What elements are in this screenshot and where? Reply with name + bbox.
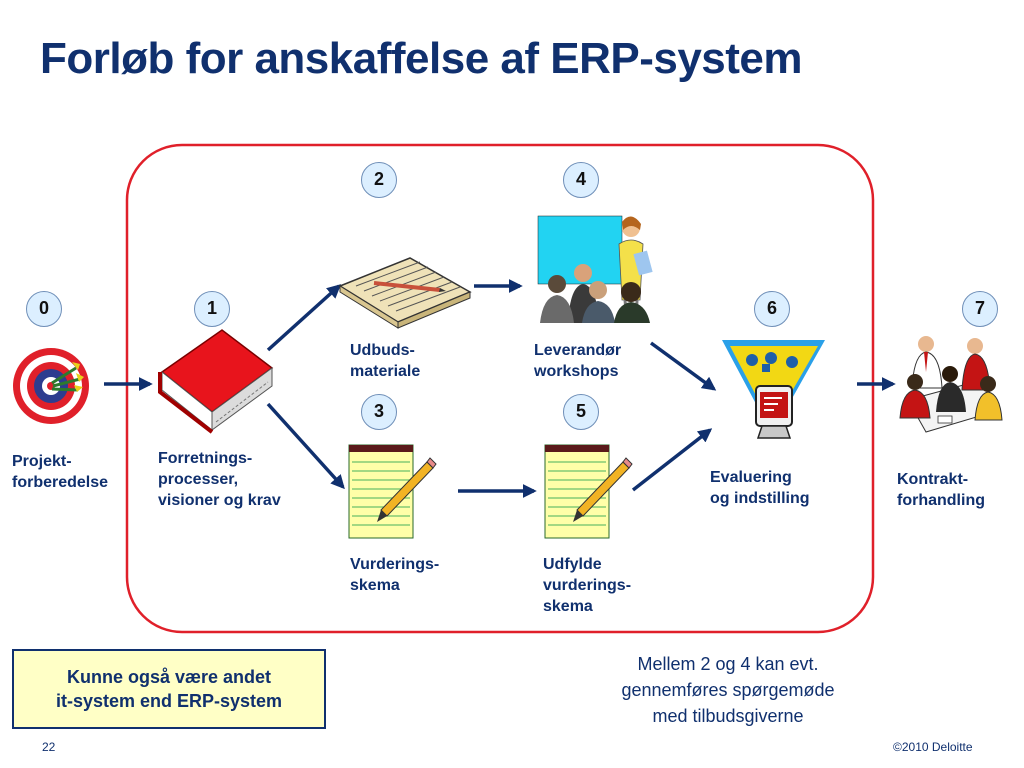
step-label-5: Udfylde vurderings- skema [543, 556, 632, 615]
process-frame [125, 143, 875, 634]
step-label-3: Vurderings- skema [350, 556, 440, 594]
copyright-text: ©2010 Deloitte [893, 740, 973, 754]
slide-title: Forløb for anskaffelse af ERP-system [40, 34, 803, 83]
step-badge-0: 0 [26, 291, 62, 327]
page-number: 22 [42, 740, 56, 754]
arrow-4-to-6 [649, 341, 717, 391]
notepad-pencil-icon [348, 444, 437, 539]
step-badge-4: 4 [563, 162, 599, 198]
arrow-1-to-2 [266, 284, 342, 352]
meeting-people-icon [899, 336, 1003, 433]
note-text: Mellem 2 og 4 kan evt. gennemføres spørg… [621, 654, 835, 726]
step-label-4: Leverandør workshops [534, 342, 622, 380]
step-badge-5: 5 [563, 394, 599, 430]
step-badge-1: 1 [194, 291, 230, 327]
step-badge-3: 3 [361, 394, 397, 430]
step-badge-6: 6 [754, 291, 790, 327]
target-darts-icon [13, 348, 89, 424]
presentation-icon [537, 215, 653, 323]
flow-arrows [104, 279, 896, 498]
step-label-1: Forretnings- processer, visioner og krav [158, 450, 281, 509]
step-label-0: Projekt- forberedelse [12, 453, 109, 491]
step-badge-2: 2 [361, 162, 397, 198]
arrow-1-to-3 [266, 402, 345, 490]
step-badge-7: 7 [962, 291, 998, 327]
arrow-5-to-6 [631, 428, 713, 492]
red-book-icon [158, 329, 274, 434]
step-label-2: Udbuds- materiale [350, 342, 421, 380]
document-stack-icon [338, 257, 472, 329]
callout-box: Kunne også være andet it-system end ERP-… [12, 649, 326, 729]
step-label-7: Kontrakt- forhandling [897, 471, 985, 509]
notepad-pencil-icon [544, 444, 633, 539]
evaluation-funnel-icon [722, 340, 825, 439]
step-label-6: Evaluering og indstilling [710, 469, 810, 507]
